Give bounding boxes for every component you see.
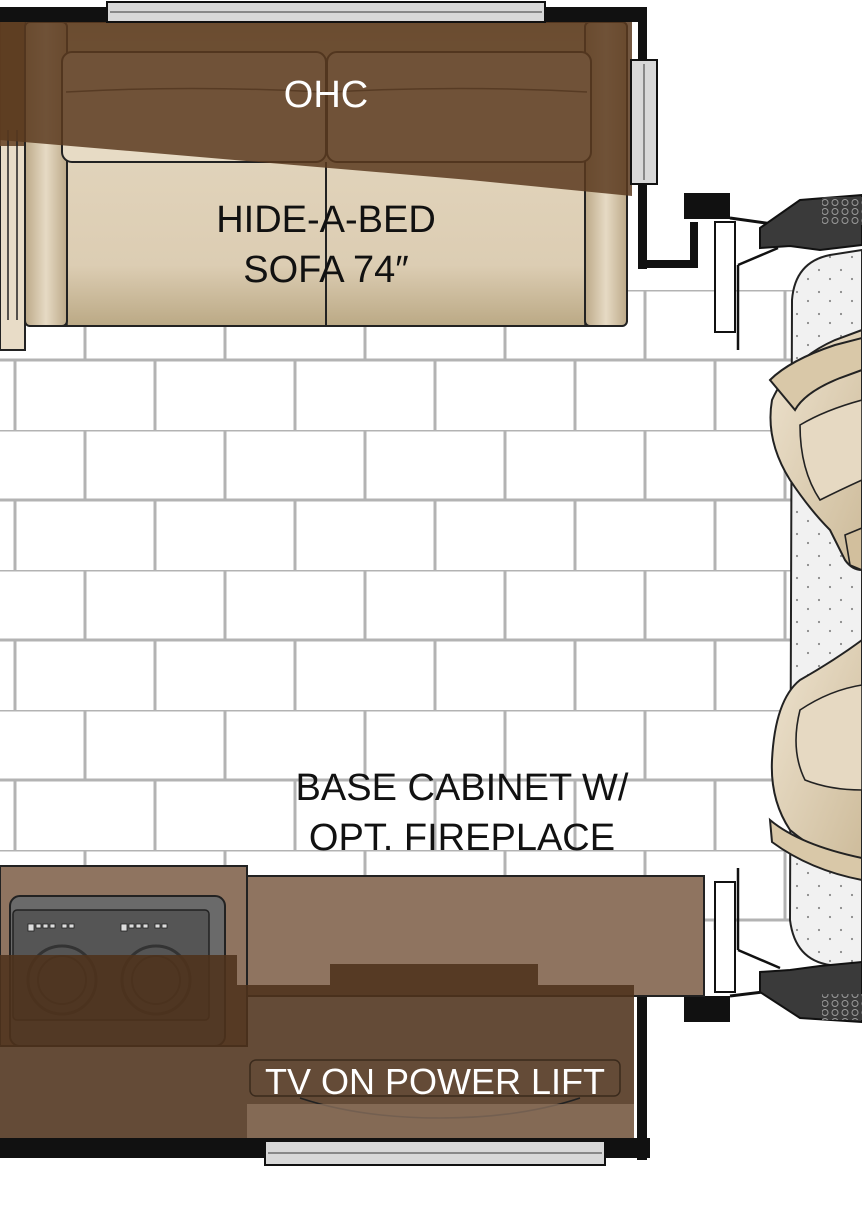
label-cabinet-line2: OPT. FIREPLACE (309, 817, 615, 859)
label-sofa-line1: HIDE-A-BED (216, 199, 436, 241)
label-tv-lift: TV ON POWER LIFT (265, 1061, 605, 1102)
overhead-cabinet (0, 20, 632, 196)
slide-out-lower (637, 868, 862, 1160)
slide-out-upper (714, 193, 862, 350)
tile-floor (0, 290, 800, 930)
top-wall (0, 1, 730, 269)
recliner-lower (768, 638, 862, 882)
recliner-upper (768, 328, 862, 572)
label-cabinet-line1: BASE CABINET W/ (296, 767, 629, 809)
tv-lift-cabinet (0, 955, 634, 1140)
label-ohc: OHC (284, 74, 368, 116)
label-sofa-line2: SOFA 74″ (243, 249, 409, 291)
bottom-wall (0, 1138, 650, 1166)
